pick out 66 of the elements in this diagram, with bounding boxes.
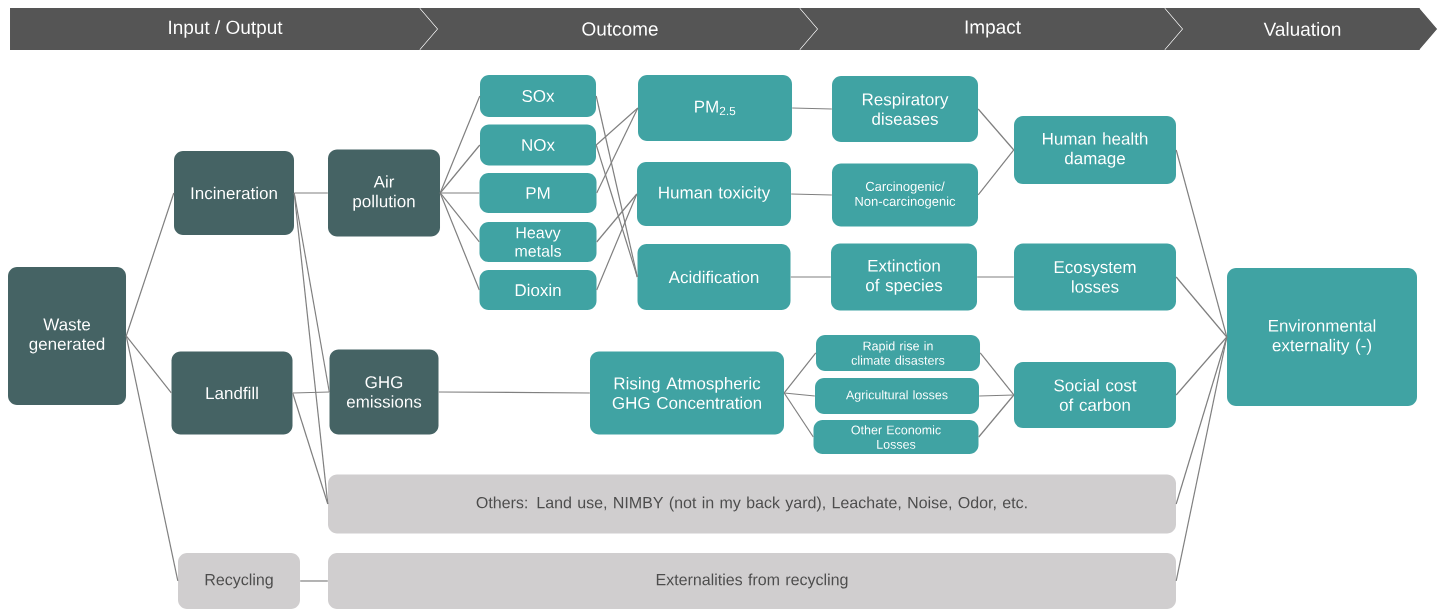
connector-line bbox=[1175, 276, 1228, 338]
effect-box: Human health damage bbox=[1014, 116, 1176, 184]
connector-line bbox=[976, 276, 1015, 278]
connector-line bbox=[439, 192, 480, 194]
effect-box: Rising Atmospheric GHG Concentration bbox=[590, 351, 784, 435]
connector-line bbox=[125, 335, 172, 394]
connector-line bbox=[125, 335, 179, 582]
effect-box: Carcinogenic/ Non-carcinogenic bbox=[832, 163, 978, 227]
effect-box: Rapid rise in climate disasters bbox=[816, 335, 980, 371]
connector-line bbox=[1175, 149, 1228, 338]
connector-line bbox=[293, 192, 329, 194]
connector-line bbox=[979, 352, 1015, 396]
effect-box: Social cost of carbon bbox=[1014, 362, 1176, 428]
connector-line bbox=[596, 193, 638, 291]
connector-line bbox=[790, 193, 833, 196]
effect-box: Environmental externality (-) bbox=[1227, 268, 1417, 406]
process-box: GHG emissions bbox=[329, 349, 439, 435]
effect-box: Agricultural losses bbox=[815, 378, 979, 414]
connector-line bbox=[978, 394, 1015, 438]
connector-line bbox=[292, 392, 329, 505]
connector-line bbox=[783, 392, 816, 397]
connector-line bbox=[1175, 336, 1228, 582]
effect-box: Dioxin bbox=[479, 270, 597, 310]
connector-line bbox=[439, 192, 480, 243]
connector-line bbox=[438, 391, 591, 394]
connector-line bbox=[439, 192, 480, 291]
connector-line bbox=[977, 108, 1015, 151]
note-bar: Externalities from recycling bbox=[328, 553, 1176, 609]
connector-line bbox=[1175, 336, 1228, 396]
effect-box: Extinction of species bbox=[831, 243, 977, 311]
effect-box: PM bbox=[479, 173, 597, 213]
connector-line bbox=[439, 95, 481, 194]
connector-line bbox=[783, 392, 814, 438]
stage-label: Outcome bbox=[582, 22, 658, 36]
effect-box: Acidification bbox=[637, 244, 791, 310]
process-box: Waste generated bbox=[8, 267, 126, 405]
connector-line bbox=[595, 107, 639, 146]
note-bar: Recycling bbox=[178, 553, 300, 609]
effect-box: NOx bbox=[480, 124, 596, 166]
effect-box: Human toxicity bbox=[637, 162, 791, 226]
process-box: Air pollution bbox=[328, 149, 440, 237]
effect-box: SOx bbox=[480, 75, 596, 117]
effect-box: Respiratory diseases bbox=[832, 76, 978, 142]
effect-box: PM$_{2.5}$ bbox=[638, 75, 792, 141]
connector-line bbox=[978, 394, 1015, 397]
connector-line bbox=[292, 391, 330, 394]
process-box: Incineration bbox=[174, 151, 294, 235]
connector-line bbox=[439, 144, 481, 194]
connector-line bbox=[1175, 336, 1228, 505]
stage-label: Input / Output bbox=[169, 20, 283, 38]
effect-box: Ecosystem losses bbox=[1014, 243, 1176, 311]
connector-line bbox=[791, 107, 833, 110]
connector-line bbox=[299, 580, 329, 582]
note-bar: Others: Land use, NIMBY (not in my back yard), Leachate, Noise, Odor, etc. bbox=[328, 474, 1176, 534]
effect-box: Other Economic Losses bbox=[813, 420, 979, 454]
effect-box: Heavy metals bbox=[479, 222, 597, 262]
process-box: Landfill bbox=[171, 351, 293, 435]
connector-line bbox=[783, 352, 817, 394]
connector-line bbox=[596, 193, 638, 243]
connector-line bbox=[790, 276, 832, 278]
stage-label: Valuation bbox=[1263, 22, 1341, 36]
stage-label: Impact bbox=[965, 20, 1021, 38]
connector-line bbox=[595, 144, 638, 278]
connector-line bbox=[125, 192, 175, 337]
connector-line bbox=[596, 107, 639, 194]
connector-line bbox=[977, 149, 1015, 196]
